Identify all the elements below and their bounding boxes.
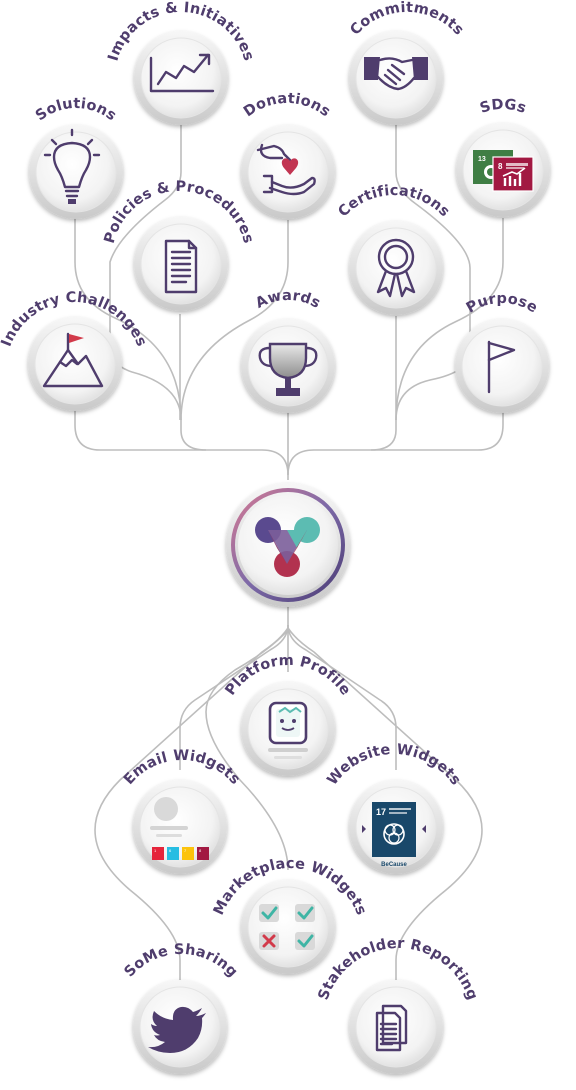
- sdg-badge-13-number: 13: [478, 156, 486, 163]
- node-marketplace[interactable]: [241, 880, 335, 974]
- lightbulb-icon: [43, 128, 101, 204]
- node-purpose[interactable]: [455, 319, 549, 413]
- label-purpose: Purpose: [464, 291, 540, 317]
- profile-face-icon: [268, 701, 308, 759]
- node-industry[interactable]: [28, 317, 122, 411]
- report-document-icon: [375, 1004, 408, 1052]
- email-tile-4: 8: [199, 848, 202, 853]
- email-tile-2: 6: [169, 848, 172, 853]
- node-face: [247, 886, 329, 968]
- checkmarks-icon: [259, 904, 315, 950]
- trophy-icon: [258, 342, 318, 396]
- mountain-flag-icon: [42, 332, 104, 388]
- donation-heart-icon: [256, 143, 316, 196]
- handshake-icon: [364, 57, 428, 91]
- node-face: [34, 323, 116, 405]
- rosette-icon: [376, 238, 416, 298]
- email-tile-3: 7: [184, 848, 187, 853]
- website-widget-number: 17: [376, 807, 386, 817]
- sdg-badge-8-number: 8: [498, 162, 503, 171]
- flag-icon: [487, 340, 516, 394]
- label-solutions: Solutions: [33, 96, 119, 124]
- connector-lines: [74, 118, 504, 985]
- label-certifications: Certifications: [335, 183, 452, 220]
- node-policies[interactable]: [134, 217, 228, 311]
- twitter-bird-icon: [148, 1006, 206, 1053]
- node-face: [461, 325, 543, 407]
- website-widget-icon: 17 BeCause: [362, 802, 426, 868]
- document-icon: [164, 239, 198, 294]
- node-face: [355, 986, 437, 1068]
- sdg-badges-icon: 13 8: [473, 150, 534, 192]
- website-widget-brand: BeCause: [381, 862, 407, 868]
- node-impacts[interactable]: [134, 31, 228, 125]
- node-stakeholder[interactable]: [349, 980, 443, 1074]
- hub-logo-icon: [255, 517, 320, 577]
- node-face: [140, 37, 222, 119]
- node-solutions[interactable]: [29, 125, 123, 219]
- trend-chart-icon: [149, 53, 215, 93]
- email-widget-icon: 1 6 7 8: [150, 797, 209, 860]
- label-sdgs: SDGs: [478, 97, 528, 117]
- email-tile-1: 1: [154, 848, 157, 853]
- label-donations: Donations: [241, 91, 333, 120]
- label-awards: Awards: [253, 288, 323, 312]
- label-some: SoMe Sharing: [122, 942, 241, 981]
